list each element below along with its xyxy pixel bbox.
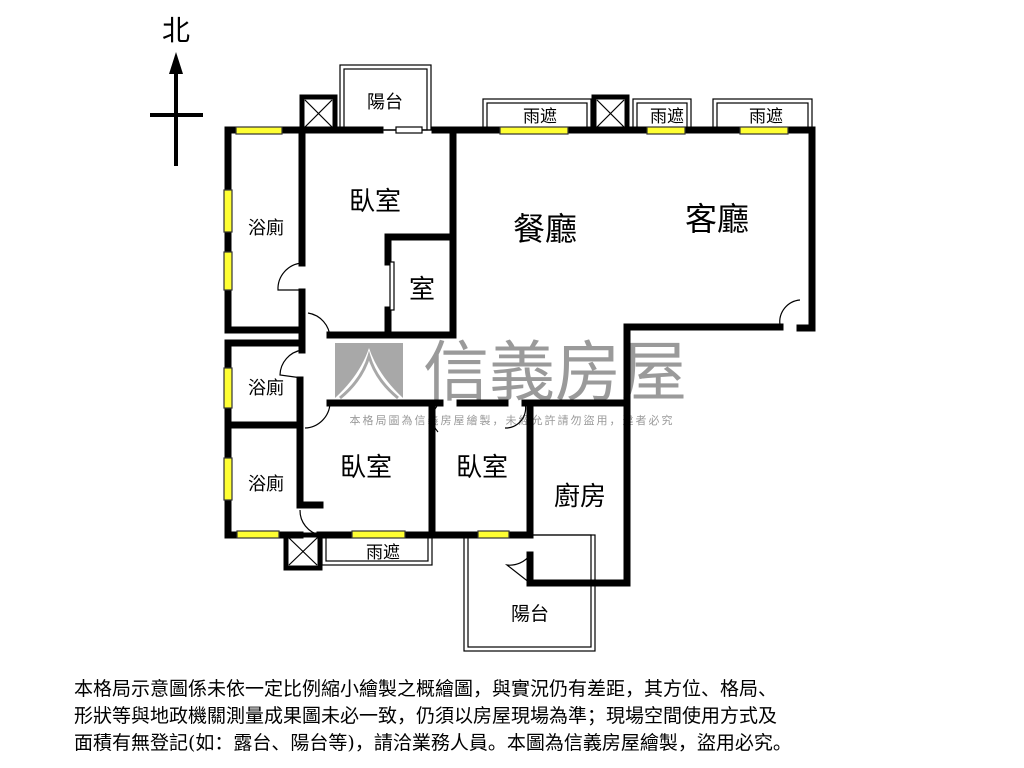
room-bedroom-3: 臥室	[456, 453, 508, 483]
north-label: 北	[162, 14, 190, 47]
watermark-brand: 信義房屋	[423, 334, 687, 411]
room-dining: 餐廳	[513, 210, 577, 248]
watermark-logo-icon	[335, 343, 403, 400]
window-icons	[223, 126, 789, 539]
room-balcony-north: 陽台	[367, 92, 403, 113]
room-rain-shade-1: 雨遮	[523, 107, 557, 127]
north-arrow-icon	[150, 52, 203, 166]
room-bathroom-1: 浴廁	[248, 217, 284, 239]
room-bedroom-2: 臥室	[340, 453, 392, 483]
door-icons	[277, 126, 801, 584]
disclaimer-line: 面積有無登記(如：露台、陽台等)，請洽業務人員。本圖為信義房屋繪製，盜用必究。	[74, 732, 792, 754]
room-rain-shade-south: 雨遮	[366, 543, 400, 563]
room-closet: 室	[409, 275, 435, 305]
shaft-icon	[283, 94, 630, 571]
room-kitchen: 廚房	[554, 482, 606, 512]
room-rain-shade-2: 雨遮	[650, 107, 684, 127]
room-living: 客廳	[685, 200, 749, 238]
room-bathroom-2: 浴廁	[248, 377, 284, 399]
walls	[224, 126, 816, 587]
room-bathroom-3: 浴廁	[248, 473, 284, 495]
room-bedroom-master: 臥室	[349, 187, 401, 217]
disclaimer: 本格局示意圖係未依一定比例縮小繪製之概繪圖，與實況仍有差距，其方位、格局、 形狀…	[74, 676, 974, 757]
room-balcony-south: 陽台	[511, 603, 549, 625]
disclaimer-line: 形狀等與地政機關測量成果圖未必一致，仍須以房屋現場為準；現場空間使用方式及	[74, 705, 778, 727]
room-rain-shade-3: 雨遮	[749, 107, 783, 127]
disclaimer-line: 本格局示意圖係未依一定比例縮小繪製之概繪圖，與實況仍有差距，其方位、格局、	[74, 678, 778, 700]
